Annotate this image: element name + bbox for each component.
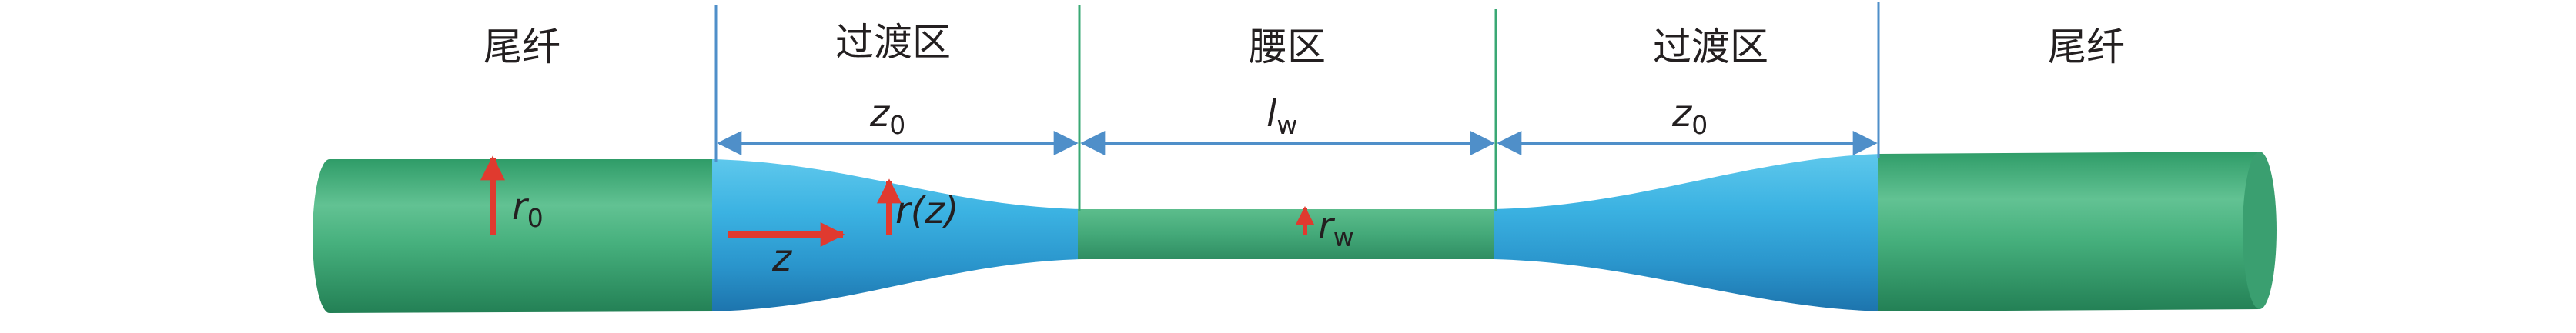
dimension-labels: z0 lw z0 <box>869 92 1708 140</box>
dimension-label-z0-right: z0 <box>1671 92 1708 140</box>
dimension-label-lw: lw <box>1266 92 1297 140</box>
left-pigtail <box>313 159 716 313</box>
waist-section <box>1078 209 1497 259</box>
symbol: r <box>512 185 530 228</box>
suffix: (z) <box>911 189 959 232</box>
label-r0: r0 <box>512 185 544 233</box>
subscript: 0 <box>889 110 905 140</box>
symbol: z <box>869 92 891 135</box>
dimension-label-z0-left: z0 <box>869 92 905 140</box>
symbol: z <box>1671 92 1693 135</box>
right-pigtail-end <box>2243 152 2277 309</box>
label-z-axis: z <box>771 237 793 280</box>
symbol: r <box>895 189 913 232</box>
annotation-labels: r0 r(z) z rw <box>512 185 1354 280</box>
label-rw: rw <box>1318 205 1354 252</box>
symbol: r <box>1318 205 1336 248</box>
section-label-waist: 腰区 <box>1249 25 1326 69</box>
vector-arrows <box>480 155 1314 247</box>
subscript: 0 <box>1691 110 1708 140</box>
right-transition <box>1494 154 1882 311</box>
left-transition <box>712 159 1082 311</box>
section-labels: 尾纤 过渡区 腰区 过渡区 尾纤 <box>483 20 2125 69</box>
subscript: w <box>1276 110 1297 140</box>
section-label-pigtail-right: 尾纤 <box>2048 25 2125 69</box>
subscript: w <box>1333 222 1354 252</box>
section-label-pigtail-left: 尾纤 <box>483 25 560 69</box>
symbol: l <box>1266 92 1277 135</box>
section-label-transition-right: 过渡区 <box>1653 25 1768 69</box>
right-pigtail <box>1878 152 2260 311</box>
label-r-z: r(z) <box>895 189 958 232</box>
section-label-transition-left: 过渡区 <box>835 20 951 65</box>
fiber-body <box>313 152 2277 313</box>
subscript: 0 <box>527 203 544 233</box>
section-boundaries <box>714 2 1880 211</box>
